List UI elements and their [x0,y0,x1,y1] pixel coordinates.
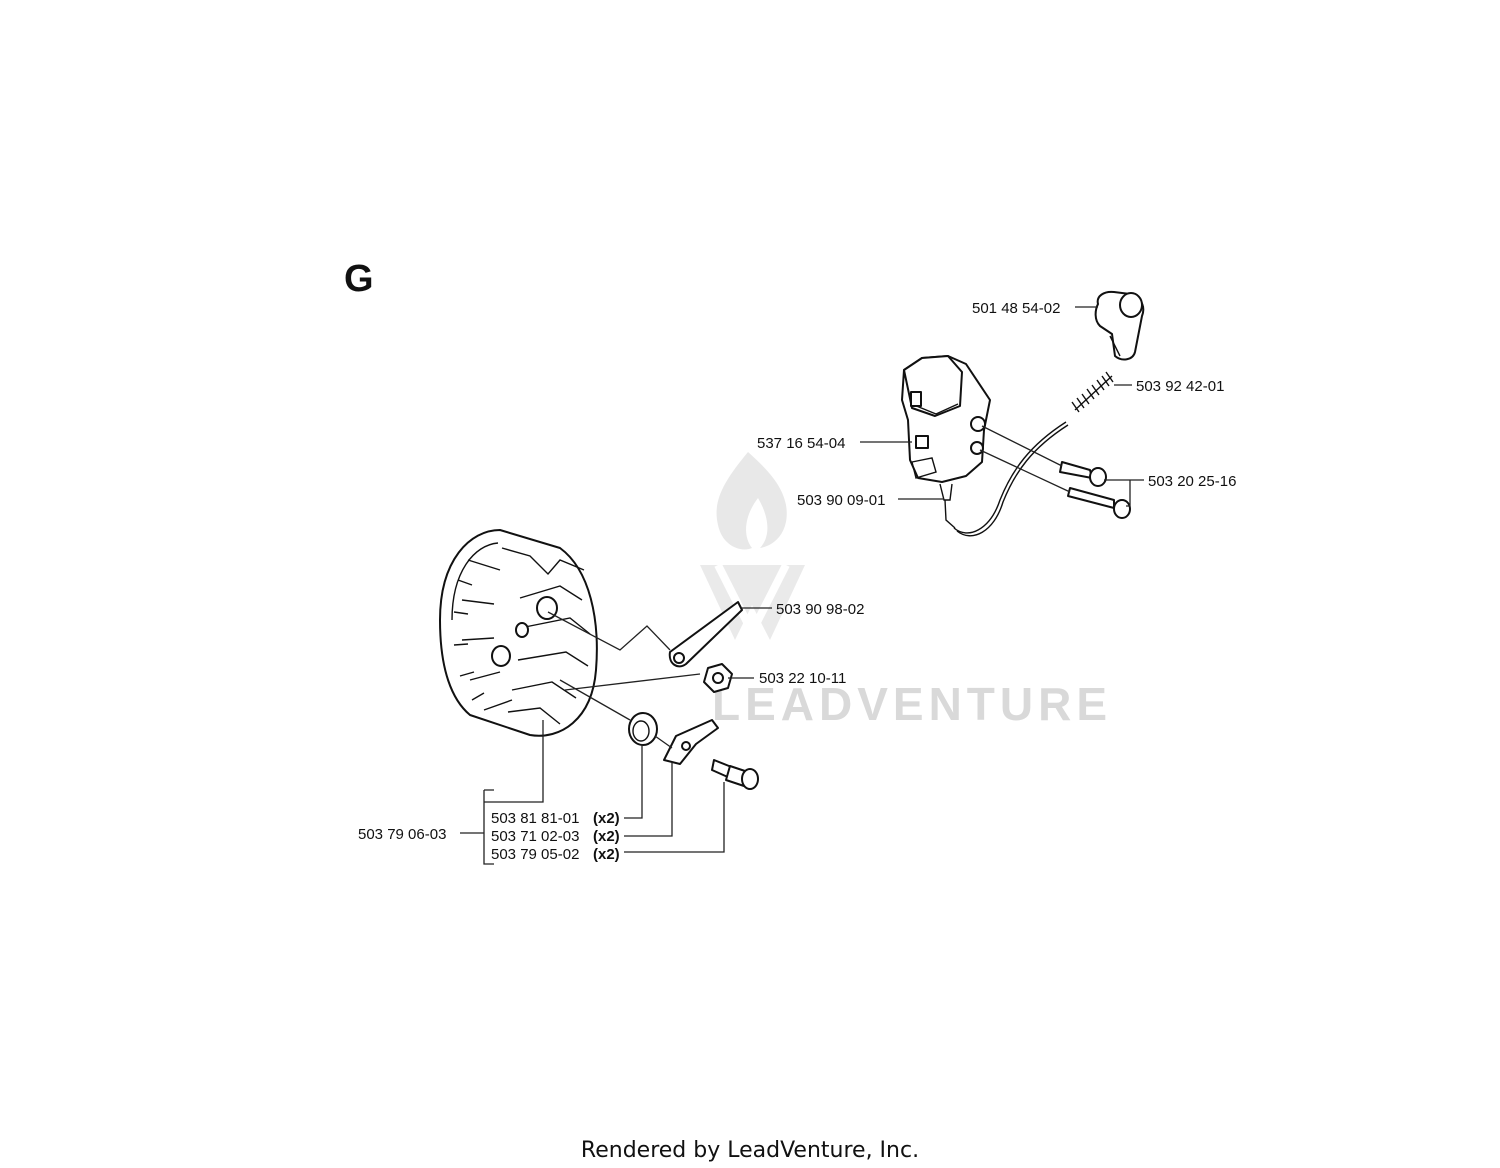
section-letter: G [344,258,374,300]
flywheel-drawing [439,529,598,737]
label-flywheel-kit-screw: 503 79 05-02 [491,846,579,863]
spring-drawing [1071,371,1114,413]
alignment-line-pawl [654,735,673,749]
label-ignition-cable: 503 90 09-01 [797,492,885,509]
label-flywheel-kit-spring: 503 81 81-01 [491,810,579,827]
label-screws: 503 20 25-16 [1148,473,1236,490]
label-flywheel-kit-pawl: 503 71 02-03 [491,828,579,845]
label-qty-spring: (x2) [593,810,620,827]
label-nut: 503 22 10-11 [759,670,846,687]
alignment-line-spring [559,679,631,721]
screw-lower-drawing [1067,487,1131,519]
watermark-text: LEADVENTURE [712,678,1112,730]
ignition-cable-drawing [953,421,1067,534]
nut-drawing [703,663,733,693]
ring-spring-drawing [628,712,658,746]
screw-alignment-lines [979,425,1071,493]
footer-credit: Rendered by LeadVenture, Inc. [581,1138,919,1163]
label-ignition-module: 537 16 54-04 [757,435,845,452]
watermark-logo [700,452,805,641]
alignment-line-nut [564,673,701,691]
leader-pawl-kit [624,762,673,837]
screw-upper-drawing [1059,461,1107,487]
label-qty-screw: (x2) [593,846,620,863]
pawl-spring-drawing [668,601,743,668]
pin-screw-drawing [711,759,759,790]
spark-plug-cap-drawing [1094,290,1145,361]
ignition-cable-edge [956,424,1069,537]
leader-flywheel-kit-bracket [460,789,494,865]
label-spring: 503 92 42-01 [1136,378,1224,395]
label-spark-plug-cap: 501 48 54-02 [972,300,1060,317]
leader-flywheel-bracket [484,720,544,803]
pawl-drawing [663,719,719,765]
leader-screw-kit [624,782,725,853]
label-qty-pawl: (x2) [593,828,620,845]
label-pawl-spring: 503 90 98-02 [776,601,864,618]
label-flywheel: 503 79 06-03 [358,826,446,843]
alignment-line-pawl-spring [547,611,671,651]
leader-screws [1104,479,1144,507]
leader-spring-kit [624,744,643,819]
ignition-module-drawing [901,355,991,529]
